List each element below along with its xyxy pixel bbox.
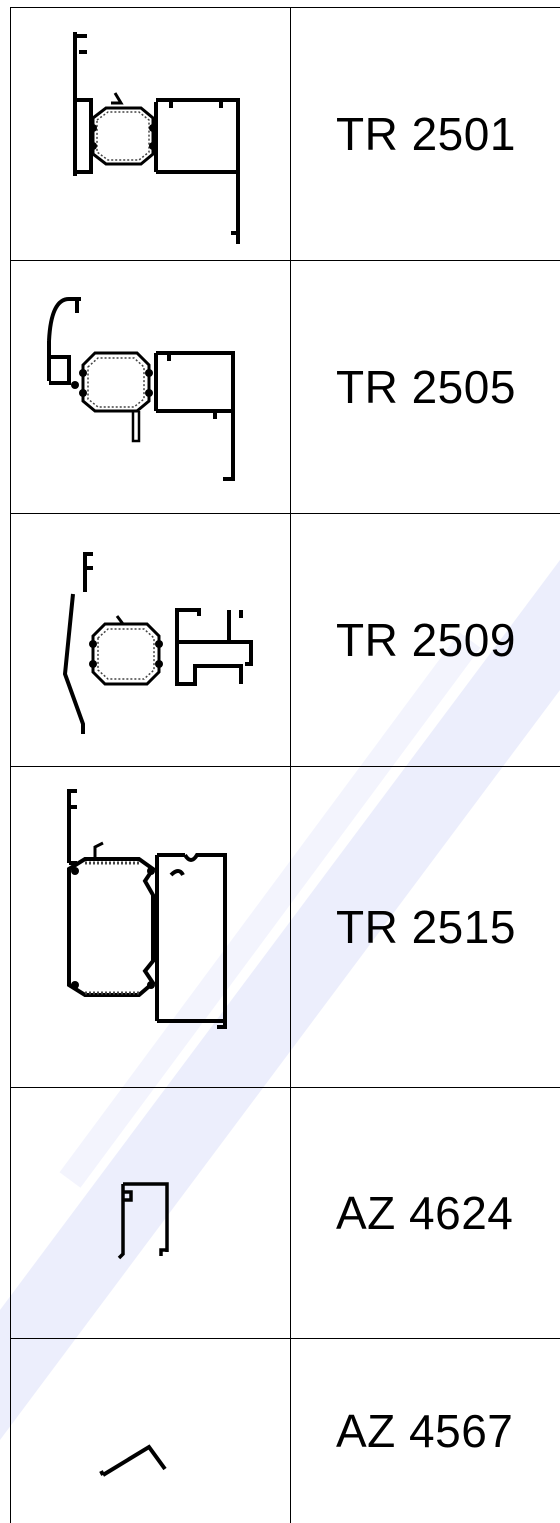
window-profile-section-icon — [73, 32, 240, 244]
table-row: TR 2509 — [11, 514, 560, 767]
profile-code-cell: TR 2509 — [291, 514, 560, 766]
channel-profile-section-icon — [117, 1182, 169, 1260]
profile-drawing-cell — [11, 261, 291, 513]
profile-code-label: AZ 4624 — [336, 1187, 514, 1239]
table-row: TR 2515 — [11, 767, 560, 1088]
profile-code-cell: TR 2505 — [291, 261, 560, 513]
profile-code-label: TR 2515 — [336, 901, 516, 953]
profile-catalog-table: TR 2501 TR 2505 — [10, 7, 560, 1523]
profile-drawing-cell — [11, 767, 291, 1087]
window-profile-section-icon — [62, 552, 253, 734]
profile-drawing-cell — [11, 514, 291, 766]
profile-code-label: TR 2509 — [336, 614, 516, 666]
table-row: AZ 4624 — [11, 1088, 560, 1339]
table-row: AZ 4567 — [11, 1339, 560, 1523]
table-row: TR 2505 — [11, 261, 560, 514]
window-profile-section-icon — [47, 297, 235, 481]
profile-code-cell: AZ 4624 — [291, 1088, 560, 1338]
profile-code-cell: AZ 4567 — [291, 1339, 560, 1523]
profile-code-label: AZ 4567 — [336, 1405, 514, 1457]
profile-code-label: TR 2501 — [336, 108, 516, 160]
table-row: TR 2501 — [11, 7, 560, 261]
profile-drawing-cell — [11, 1339, 291, 1523]
profile-code-cell: TR 2501 — [291, 8, 560, 260]
profile-drawing-cell — [11, 8, 291, 260]
profile-code-label: TR 2505 — [336, 361, 516, 413]
profile-code-cell: TR 2515 — [291, 767, 560, 1087]
window-profile-section-icon — [67, 789, 227, 1029]
angle-profile-section-icon — [99, 1444, 167, 1477]
profile-drawing-cell — [11, 1088, 291, 1338]
